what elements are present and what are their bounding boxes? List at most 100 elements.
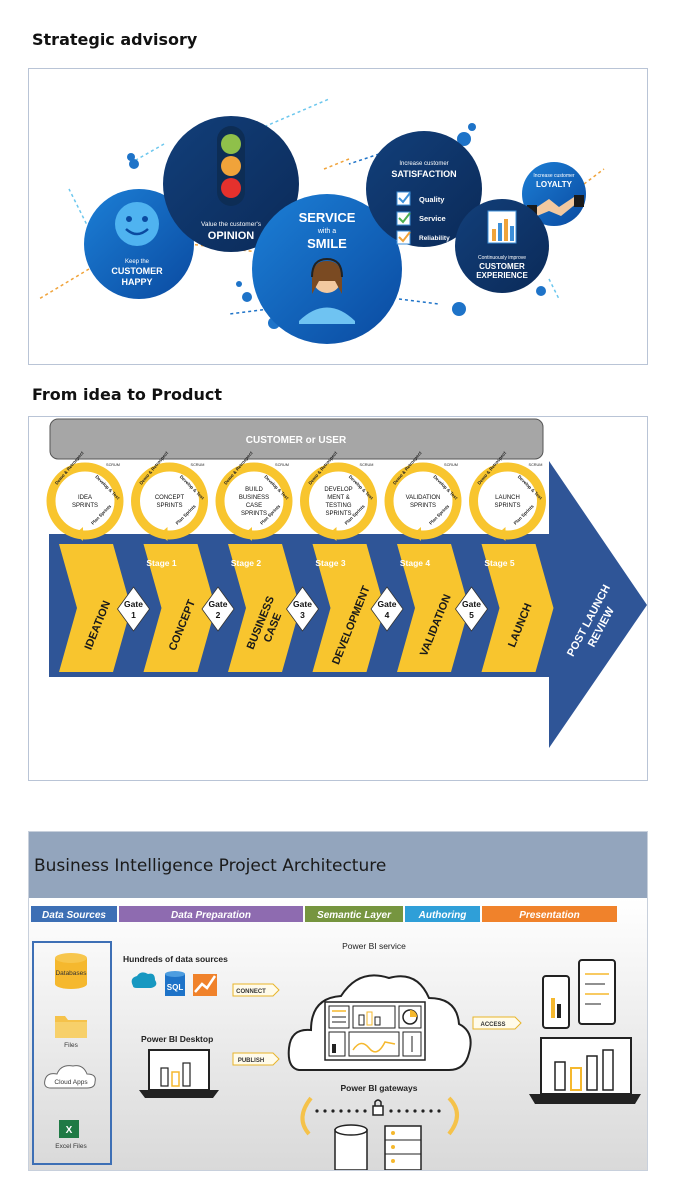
- check-icon: [398, 192, 411, 204]
- happy-main2: HAPPY: [121, 277, 152, 287]
- service-main2: SMILE: [307, 236, 347, 251]
- sprint-loop: [215, 462, 293, 540]
- gate-diamond: [201, 586, 235, 632]
- loop-arrow-icon: [75, 527, 83, 541]
- scrum-label: SCRUM: [191, 463, 205, 467]
- gate-label: Gate: [462, 599, 481, 609]
- gate-diamond: [117, 586, 150, 632]
- section-title-idea: From idea to Product: [32, 385, 222, 404]
- gate-number: 4: [385, 610, 390, 620]
- loop-arrow-icon: [159, 527, 168, 541]
- hundreds-label: Hundreds of data sources: [123, 954, 228, 964]
- gate-number: 5: [469, 610, 474, 620]
- sad-face-icon: [221, 178, 241, 198]
- band-label: Data Preparation: [171, 910, 251, 921]
- phase-chevron: [397, 544, 469, 672]
- gate-label: Gate: [124, 599, 143, 609]
- loop-arrow-icon: [413, 527, 421, 541]
- gate-diamond: [370, 586, 404, 632]
- dashed-arrow: [323, 158, 350, 170]
- sprint-name: IDEA: [78, 495, 92, 501]
- sprint-name: CASE: [246, 503, 262, 509]
- sprint-name: SPRINTS: [241, 511, 267, 517]
- salesforce-icon: [131, 972, 157, 988]
- dashed-arrow: [228, 308, 270, 315]
- customer-bar: [49, 418, 544, 460]
- gate-number: 2: [216, 610, 221, 620]
- bi-title: Business Intelligence Project Architectu…: [34, 856, 387, 876]
- dashed-arrow: [128, 143, 165, 165]
- tablet-icon: [578, 959, 616, 1025]
- service-with: with a: [317, 228, 336, 235]
- sprint-name: SPRINTS: [325, 511, 351, 517]
- scrum-label: SCRUM: [444, 463, 458, 467]
- sprint-name: MENT &: [327, 495, 350, 501]
- laptop-display-icon: [529, 1037, 641, 1104]
- gate-label: Gate: [293, 599, 312, 609]
- scrum-label: SCRUM: [106, 463, 120, 467]
- sql-label: SQL: [167, 983, 184, 992]
- database-server-icon: [334, 1124, 368, 1170]
- connect-arrow: [232, 983, 280, 997]
- scrum-label: SCRUM: [529, 463, 543, 467]
- opinion-top-text: Value the customer's: [201, 221, 262, 228]
- bi-title-bar: Business Intelligence Project Architectu…: [29, 832, 647, 898]
- scrum-label: SCRUM: [275, 463, 289, 467]
- opinion-main-text: OPINION: [208, 230, 255, 242]
- gateways-label: Power BI gateways: [340, 1083, 417, 1093]
- phase-chevron: [481, 544, 554, 672]
- sync-arrow-right: [447, 1096, 459, 1136]
- neutral-face-icon: [221, 156, 241, 176]
- loop-arrow-icon: [244, 527, 252, 541]
- gate-number: 1: [131, 610, 136, 620]
- loyalty-main-text: LOYALTY: [536, 180, 573, 189]
- dashed-arrow: [398, 298, 440, 305]
- happy-top-text: Keep the: [125, 259, 150, 265]
- check-reliability: Reliability: [419, 235, 450, 242]
- excel-icon: X: [59, 1120, 79, 1138]
- band-3: [405, 906, 480, 922]
- gate-label: Gate: [378, 599, 397, 609]
- gate-diamond: [455, 586, 488, 632]
- exp-top-text: Continuously improve: [478, 255, 526, 261]
- sprint-name: TESTING: [325, 503, 351, 509]
- sprint-name: CONCEPT: [155, 495, 185, 501]
- band-label: Authoring: [418, 910, 467, 921]
- gate-diamond: [286, 586, 319, 632]
- bi-architecture-image: Business Intelligence Project Architectu…: [28, 831, 648, 1171]
- phone-icon: [542, 975, 570, 1029]
- stage-label: Stage 2: [231, 558, 262, 568]
- sql-icon: SQL: [165, 971, 185, 996]
- support-agent-icon: [299, 257, 355, 324]
- publish-label: PUBLISH: [238, 1058, 264, 1064]
- band-label: Presentation: [519, 910, 580, 921]
- sprint-loop: [46, 462, 124, 540]
- stage-label: Stage 4: [400, 558, 431, 568]
- section-title-strategic: Strategic advisory: [32, 30, 198, 49]
- stage-label: Stage 1: [146, 558, 177, 568]
- connect-label: CONNECT: [236, 989, 266, 995]
- folder-icon: [55, 1016, 87, 1038]
- sprint-loop: [384, 462, 462, 540]
- sprint-name: SPRINTS: [410, 503, 436, 509]
- loop-arrow-icon: [497, 527, 506, 541]
- happy-main1: CUSTOMER: [111, 266, 163, 276]
- source-cloud-apps: Cloud Apps: [54, 1079, 88, 1086]
- green-face-icon: [221, 134, 241, 154]
- dashed-arrow: [548, 278, 560, 300]
- band-label: Data Sources: [42, 910, 106, 921]
- sprint-name: VALIDATION: [406, 495, 441, 501]
- band-label: Semantic Layer: [317, 910, 392, 921]
- band-2: [305, 906, 403, 922]
- source-excel-files: Excel Files: [55, 1143, 87, 1150]
- exp-main2: EXPERIENCE: [476, 271, 528, 280]
- smiley-icon: [115, 202, 159, 246]
- dashed-arrow: [38, 268, 90, 300]
- sync-arrow-left: [300, 1096, 313, 1136]
- check-icon: [398, 212, 411, 224]
- phase-chevron: [59, 544, 131, 672]
- stage-gate-process-image: CUSTOMER or USER POST LAUNCH REVIEW IDEA…: [28, 416, 648, 781]
- sprint-name: BUSINESS: [239, 495, 269, 501]
- database-icon: [55, 953, 87, 989]
- loyalty-top-text: Increase customer: [533, 173, 574, 179]
